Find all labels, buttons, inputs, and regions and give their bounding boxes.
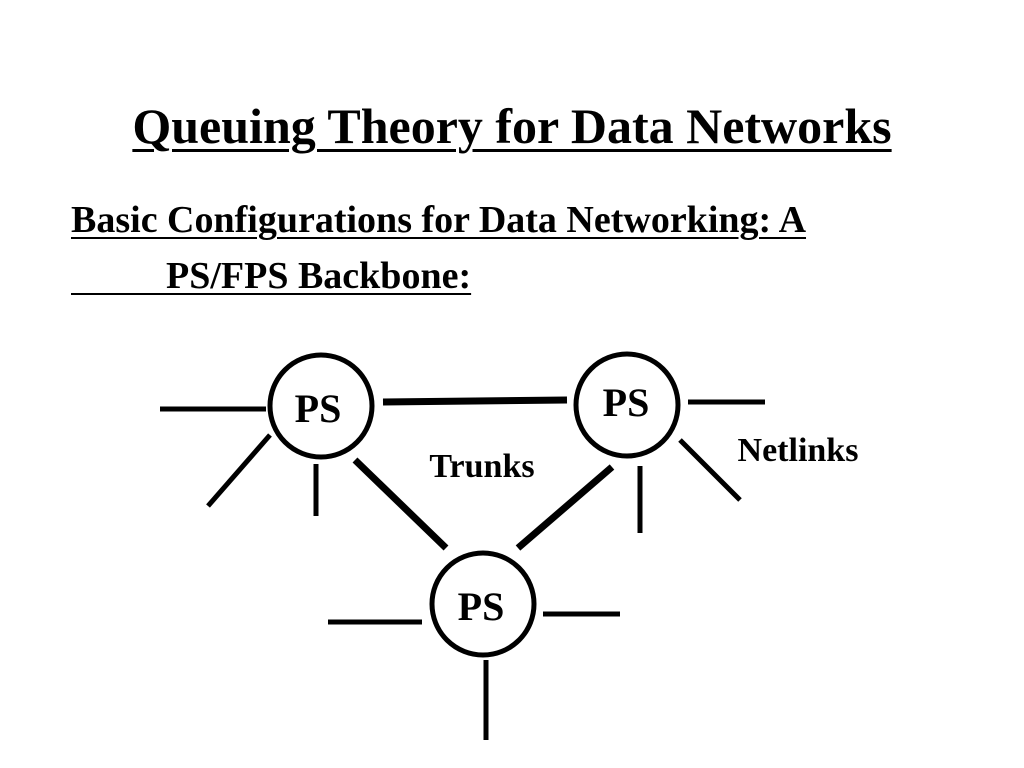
subtitle-line-2-text: PS/FPS Backbone: [166,255,472,297]
ps-node-left: PS [267,352,375,460]
ps-node-bottom-circle [429,550,537,658]
trunk-right-bottom [515,464,615,551]
subtitle-line-2: PS/FPS Backbone: [71,254,471,298]
slide-title-text: Queuing Theory for Data Networks [132,98,892,154]
ps-node-left-label: PS [295,386,342,431]
netlinks-label: Netlinks [738,432,859,469]
ps-node-right: PS [573,351,681,459]
ps-node-right-label: PS [603,380,650,425]
netlink-lines [160,399,765,740]
ps-node-left-circle [267,352,375,460]
trunk-left-right [382,396,568,406]
netlink-right-diagonal [678,438,742,502]
ps-node-bottom: PS [429,550,537,658]
trunk-lines [352,396,615,551]
slide-title: Queuing Theory for Data Networks [0,96,1024,156]
trunks-label: Trunks [429,448,534,485]
ps-node-bottom-label: PS [458,584,505,629]
netlink-left-diagonal [206,433,272,508]
ps-node-right-circle [573,351,681,459]
trunk-left-bottom [352,457,449,551]
subtitle-line-1: Basic Configurations for Data Networking… [71,199,807,241]
